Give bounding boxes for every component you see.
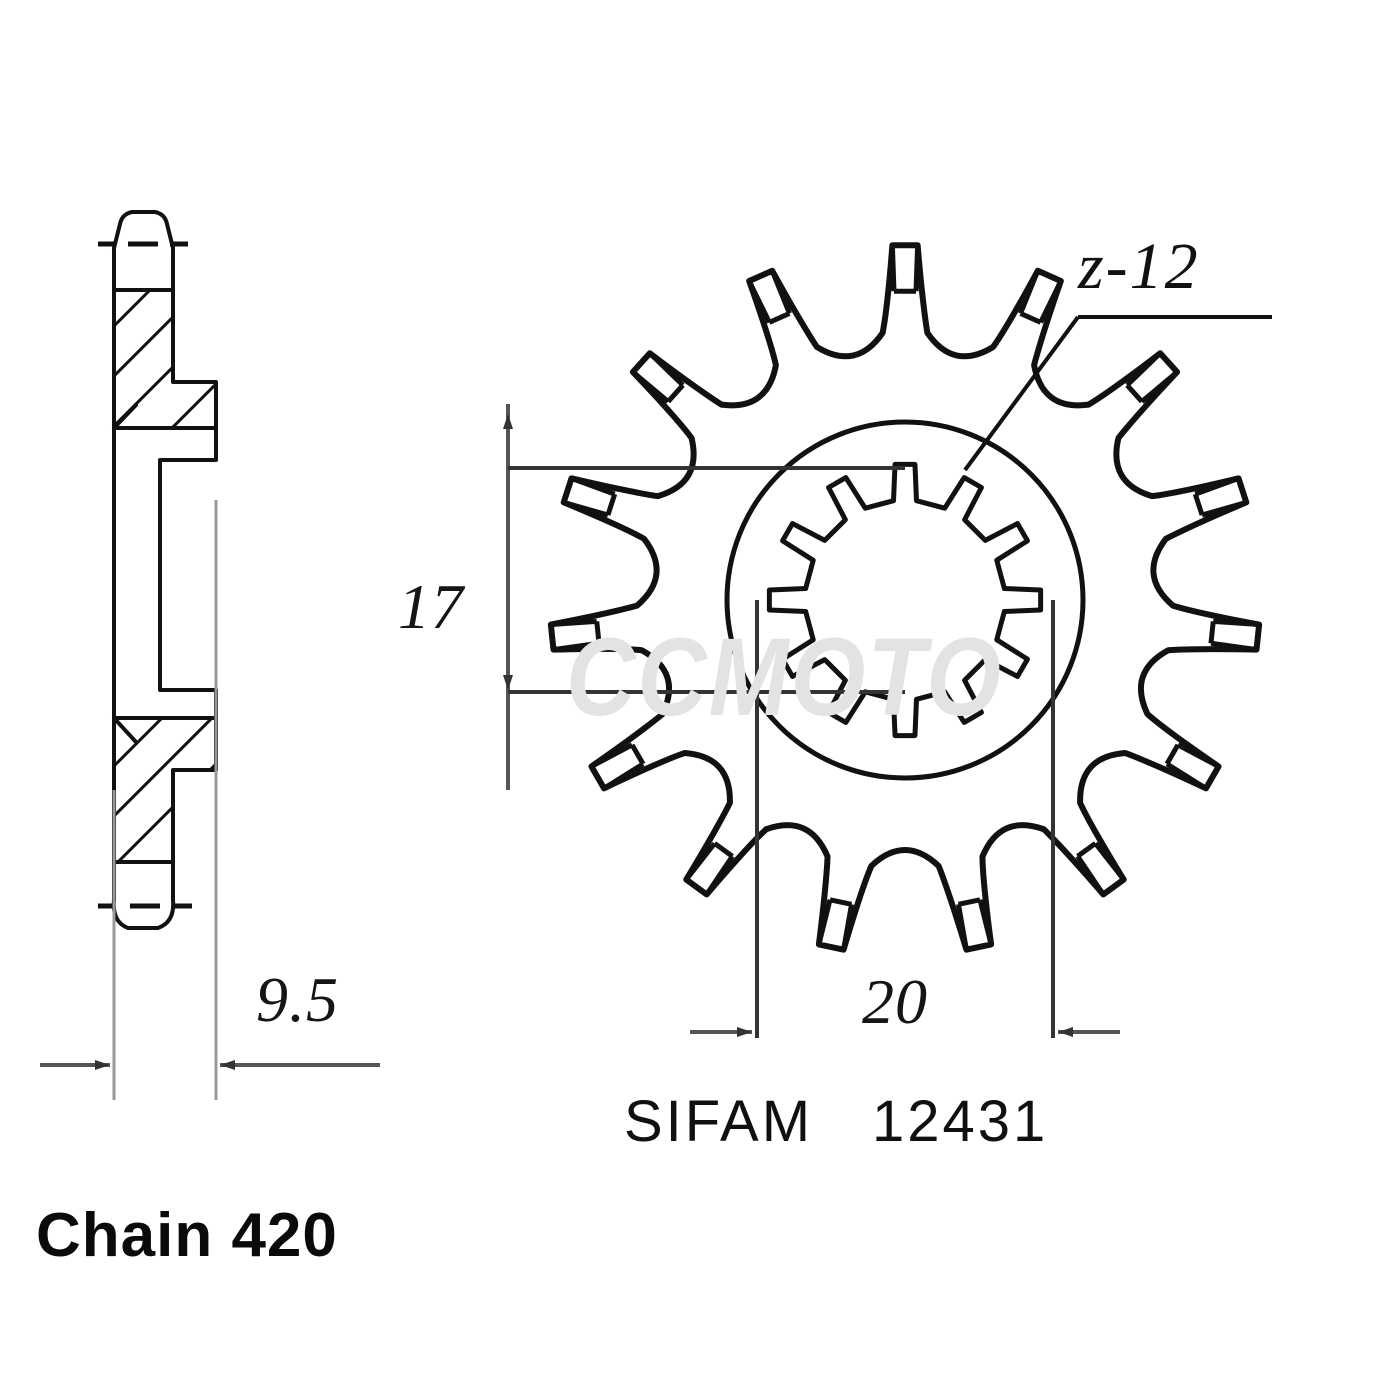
chain-title-label: Chain 420 (36, 1201, 338, 1270)
tooth-height-dimension (503, 404, 905, 790)
teeth-callout-label: z-12 (1078, 230, 1200, 303)
section-bottom-tooth (111, 860, 176, 930)
hub-width-dimension (690, 600, 1120, 1038)
tooth-tip-chord (631, 351, 685, 404)
side-section-view (111, 210, 218, 930)
tooth-tip-chord (684, 841, 735, 896)
tooth-tip-chord (889, 245, 921, 294)
dimension-20-label: 20 (862, 966, 928, 1037)
tooth-tip-chord (562, 476, 618, 518)
section-lower-rim (112, 716, 218, 864)
sprocket-outer-teeth (547, 242, 1263, 953)
section-chamfer-upper (112, 403, 138, 744)
dimension-95-label: 9.5 (256, 964, 339, 1035)
brand-label: SIFAM (624, 1089, 814, 1154)
thickness-dimension (40, 500, 380, 1100)
tooth-tip-chords (550, 245, 1260, 951)
section-hatch-lower (114, 718, 216, 862)
tooth-tip-chord (955, 897, 994, 951)
tooth-tip-chord (590, 742, 646, 791)
section-web (112, 426, 218, 720)
tooth-tip-chord (1192, 476, 1248, 518)
tooth-tip-chord (746, 269, 792, 325)
pilot-circle (724, 419, 1086, 781)
section-hatch-upper (114, 290, 216, 428)
tooth-tip-chord (1018, 269, 1064, 325)
tooth-tip-chord (816, 897, 855, 951)
teeth-callout-leader (963, 315, 1272, 472)
internal-spline-profile (766, 461, 1044, 739)
dimension-17-label: 17 (398, 571, 464, 642)
tooth-tip-chord (1125, 351, 1179, 404)
tooth-tip-chord (550, 618, 602, 653)
front-view (547, 242, 1272, 953)
section-centerlines (98, 241, 192, 909)
tooth-tip-chord (1164, 742, 1220, 791)
section-top-tooth (112, 210, 175, 250)
part-number-label: 12431 (872, 1089, 1049, 1154)
tooth-tip-chord (1208, 618, 1260, 653)
section-top-tooth-sides (112, 246, 175, 292)
tooth-tip-chord (1075, 841, 1126, 896)
